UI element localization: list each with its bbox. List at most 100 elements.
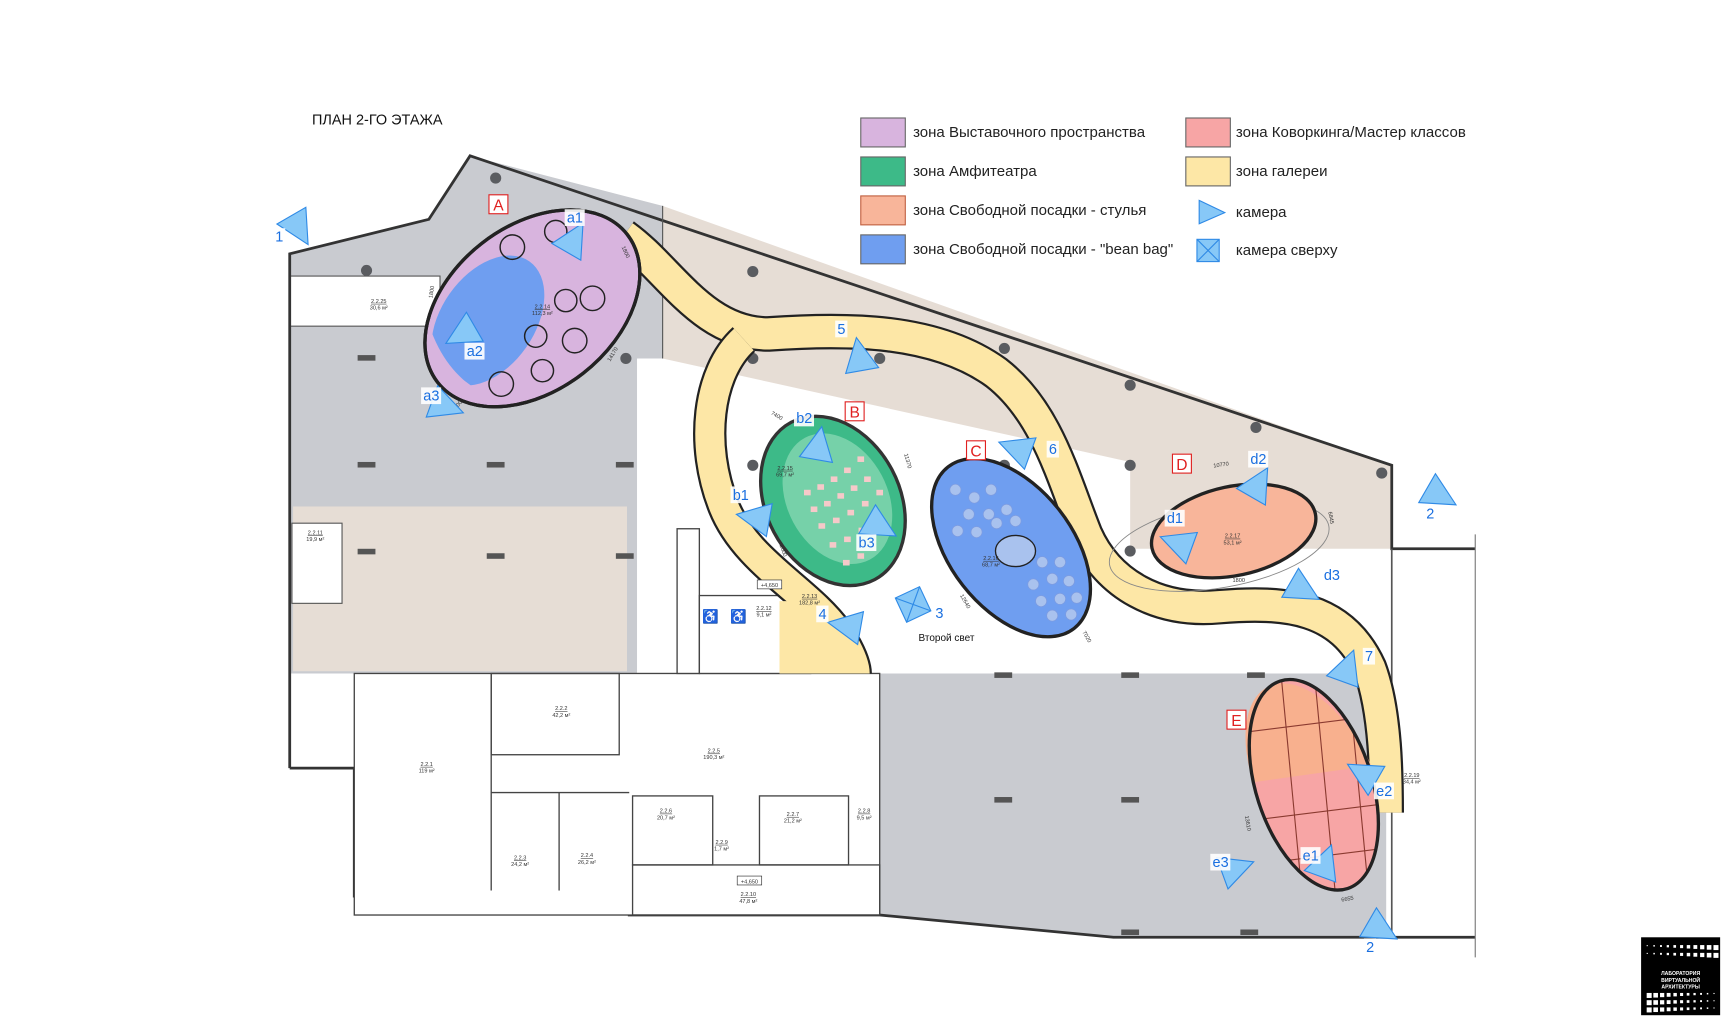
room-area: 21,2 м² <box>784 819 802 825</box>
room-area: 42,2 м² <box>552 713 570 719</box>
camera-label: b2 <box>796 411 812 427</box>
camera-icon[interactable] <box>1235 459 1282 507</box>
room-number: 2.2.19 <box>1404 773 1419 779</box>
room-area: 20,7 м² <box>657 815 675 821</box>
dimension-label: 2000 <box>778 544 788 558</box>
room-number: 2.2.16 <box>983 556 998 562</box>
room-area: 182,8 м² <box>799 600 820 606</box>
camera-label: a1 <box>567 211 583 227</box>
room-area: 68,7 м² <box>982 563 1000 569</box>
camera-label: b3 <box>859 536 875 552</box>
room-area: 47,8 м² <box>739 899 757 905</box>
camera-label: 3 <box>935 606 943 622</box>
svg-text:ВИРТУАЛЬНОЙ: ВИРТУАЛЬНОЙ <box>1661 976 1700 984</box>
legend-label: зона Свободной посадки - стулья <box>913 202 1146 219</box>
room-number: 2.2.9 <box>715 840 727 846</box>
gallery-zone <box>612 221 1404 813</box>
camera-label: 1 <box>275 230 283 246</box>
dimension-label: 7400 <box>770 411 784 422</box>
room-area: 9,1 м² <box>756 613 771 619</box>
room-number: 2.2.6 <box>660 809 672 815</box>
dimension-labels: 1800141707400113702000126407020180010770… <box>428 245 1354 903</box>
camera-label: 4 <box>818 607 826 623</box>
camera-icon[interactable] <box>840 335 880 375</box>
camera-icon[interactable] <box>1325 644 1370 689</box>
camera-icon[interactable] <box>857 503 905 551</box>
camera-label: b1 <box>733 488 749 504</box>
svg-text:АРХИТЕКТУРЫ: АРХИТЕКТУРЫ <box>1661 984 1699 990</box>
dimension-label: 12640 <box>958 594 971 610</box>
camera-icon[interactable] <box>733 498 773 538</box>
legend-label: зона Свободной посадки - "bean bag" <box>913 241 1173 258</box>
camera-icon[interactable] <box>550 215 598 262</box>
legend-label: зона Коворкинга/Мастер классов <box>1236 124 1466 141</box>
svg-text:ЛАБОРАТОРИЯ: ЛАБОРАТОРИЯ <box>1661 971 1700 977</box>
legend: зона Выставочного пространства зона Амфи… <box>860 117 1466 265</box>
camera-label: 2 <box>1426 507 1434 523</box>
room-number: 2.2.7 <box>787 812 799 818</box>
zone-c-beanbag <box>929 456 1093 639</box>
legend-label: камера сверху <box>1236 242 1338 259</box>
camera-icon[interactable] <box>1339 750 1386 797</box>
beige-terrace-west <box>293 506 628 672</box>
camera-icon[interactable] <box>1417 472 1465 520</box>
overhead-camera-icon[interactable] <box>894 585 932 623</box>
room-area: 190,3 м² <box>703 755 724 761</box>
room-area: 1,7 м² <box>714 846 729 852</box>
legend-label: зона Амфитеатра <box>913 163 1037 180</box>
logo: ЛАБОРАТОРИЯ ВИРТУАЛЬНОЙ АРХИТЕКТУРЫ <box>1641 937 1721 1016</box>
camera-icon[interactable] <box>1280 567 1328 614</box>
camera-label: 7 <box>1365 649 1373 665</box>
room-number: 2.2.3 <box>514 855 526 861</box>
room-area: 112,3 м² <box>532 311 553 317</box>
plan-title: ПЛАН 2-ГО ЭТАЖА <box>312 113 443 129</box>
zone-letter-c: C <box>970 443 981 460</box>
camera-label: a2 <box>467 344 483 360</box>
wheelchair-icon: ♿ <box>702 608 719 624</box>
dimension-label: 1800 <box>1233 578 1245 584</box>
room-area: 119 м² <box>419 769 435 775</box>
dimension-label: 1800 <box>428 285 436 298</box>
zone-letters: A B C D E <box>488 194 1247 730</box>
room-number: 2.2.25 <box>371 299 386 305</box>
wall-pylons <box>357 355 1265 936</box>
room-number: 2.2.11 <box>308 530 323 536</box>
stair-block-west <box>291 522 343 604</box>
camera-label: d2 <box>1250 452 1266 468</box>
dimension-label: 6845 <box>1326 511 1334 524</box>
camera-icon[interactable] <box>993 426 1037 471</box>
room-number: 2.2.13 <box>802 594 817 600</box>
camera-label: 2 <box>1366 940 1374 956</box>
camera-icon[interactable] <box>275 206 323 253</box>
camera-icon[interactable] <box>798 424 839 464</box>
camera-label: 5 <box>837 322 845 338</box>
legend-label: зона галереи <box>1236 163 1328 180</box>
accessible-wc-icons: ♿ ♿ <box>702 607 747 624</box>
dimension-label: 13610 <box>1243 815 1252 831</box>
room-area: 24,2 м² <box>511 862 529 868</box>
zone-letter-d: D <box>1176 457 1187 474</box>
zone-d-chairs <box>1108 482 1330 592</box>
dimension-label: 7020 <box>1081 630 1092 644</box>
zone-letter-e: E <box>1231 713 1241 730</box>
second-light-label: Второй свет <box>919 633 975 644</box>
camera-icon[interactable] <box>1358 906 1406 954</box>
room-number: 2.2.2 <box>555 706 567 712</box>
room-area: 26,2 м² <box>578 860 596 866</box>
dimension-label: 11370 <box>902 453 912 469</box>
room-area: 69,7 м² <box>776 472 794 478</box>
dimension-label: 1800 <box>620 245 631 259</box>
room-area: 9,5 м² <box>857 815 872 821</box>
room-number: 2.2.12 <box>756 606 771 612</box>
level-mark: +4,650 <box>741 879 758 885</box>
camera-label: d1 <box>1167 511 1183 527</box>
room-area: 19,9 м² <box>306 537 324 543</box>
camera-label: 6 <box>1049 442 1057 458</box>
legend-label: зона Выставочного пространства <box>913 124 1146 141</box>
camera-icon[interactable] <box>438 311 485 358</box>
camera-label: a3 <box>423 389 439 405</box>
zone-letter-a: A <box>493 197 504 214</box>
camera-icon[interactable] <box>825 606 865 646</box>
camera-icon[interactable] <box>1155 521 1199 565</box>
